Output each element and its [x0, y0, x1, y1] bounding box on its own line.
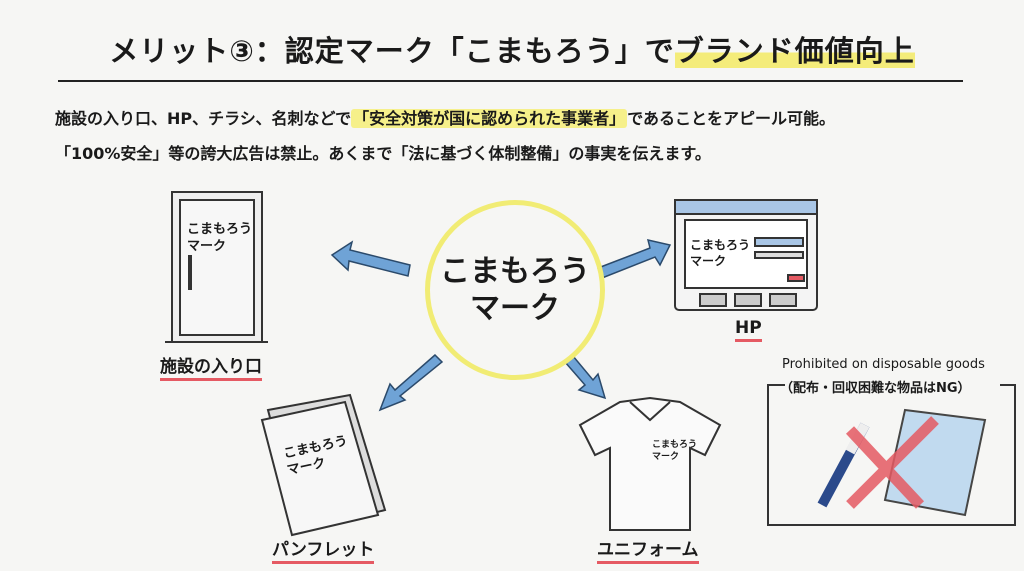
door-mark: こまもろうマーク	[187, 222, 252, 256]
arrow-to-pamphlet	[378, 353, 444, 412]
page-title: メリット③：認定マーク「こまもろう」でブランド価値向上	[0, 28, 1024, 70]
center-title: こまもろう	[440, 253, 590, 289]
center-mark-circle: こまもろう マーク	[425, 200, 605, 380]
pamphlet-icon	[260, 393, 387, 537]
prohibited-jp: （配布・回収困難な物品はNG）	[780, 381, 971, 396]
arrows	[330, 238, 672, 412]
hp-mark: こまもろうマーク	[690, 238, 750, 269]
title-highlight: ブランド価値向上	[674, 34, 915, 68]
highlight-text: 「安全対策が国に認められた事業者」	[351, 109, 628, 128]
label-pamphlet: パンフレット	[272, 535, 375, 564]
prohibited-en: Prohibited on disposable goods	[782, 357, 985, 372]
arrow-to-uniform	[563, 354, 607, 400]
shirt-icon	[578, 396, 722, 531]
shirt-mark: こまもろうマーク	[652, 440, 697, 463]
title-main: メリット③：認定マーク「こまもろう」で	[109, 34, 675, 68]
mark-text: マーク	[690, 253, 727, 268]
label-door: 施設の入り口	[160, 352, 262, 381]
title-divider	[58, 80, 963, 82]
arrow-to-hp	[597, 238, 672, 279]
mark-text: こまもろう	[652, 440, 698, 450]
body-line-1: 施設の入り口、HP、チラシ、名刺などで「安全対策が国に認められた事業者」であるこ…	[55, 105, 835, 129]
door-icon	[165, 191, 268, 343]
mark-text: こまもろう	[187, 222, 253, 237]
label-uniform: ユニフォーム	[597, 535, 699, 564]
body-line-2: 「100%安全」等の誇大広告は禁止。あくまで「法に基づく体制整備」の事実を伝えま…	[55, 144, 711, 163]
label-hp: HP	[735, 318, 762, 342]
browser-icon	[674, 199, 818, 311]
text: であることをアピール可能。	[627, 109, 836, 128]
prohibited-x-icon	[845, 416, 939, 509]
mark-text: こまもろう	[690, 238, 751, 252]
mark-text: マーク	[652, 451, 680, 462]
mark-text: マーク	[187, 238, 227, 254]
arrow-to-door	[330, 240, 411, 277]
center-subtitle: マーク	[470, 291, 560, 326]
prohibited-box	[767, 384, 1016, 526]
text: 施設の入り口、HP、チラシ、名刺などで	[55, 109, 352, 128]
